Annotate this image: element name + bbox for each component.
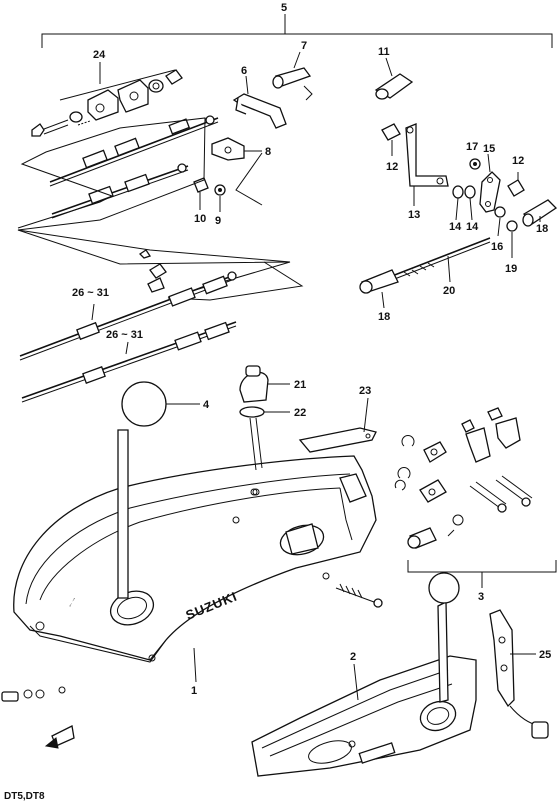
part-18-joint-right — [522, 199, 558, 227]
callout-15: 15 — [483, 143, 495, 155]
cable-upper-1 — [49, 115, 219, 187]
part-20-rod — [391, 237, 491, 283]
part-17-nut — [469, 158, 481, 170]
part-8-clip — [211, 137, 262, 161]
group-bracket-5 — [41, 14, 553, 48]
part-18-joint-left — [359, 269, 399, 309]
cable-group-outline-2 — [17, 229, 291, 263]
callout-13: 13 — [408, 209, 420, 221]
lever-marking-a: ←→ — [67, 596, 78, 609]
leader-26-a — [91, 303, 95, 321]
part-2-control-lever — [428, 572, 460, 703]
direction-arrow-icon — [44, 725, 75, 749]
callout-16: 16 — [491, 241, 503, 253]
part-6-cable-bracket — [232, 75, 287, 129]
callout-20: 20 — [443, 285, 455, 297]
callout-1: 1 — [191, 685, 197, 697]
callout-7: 7 — [301, 40, 307, 52]
part-1-remote-control-box — [13, 455, 377, 663]
part-21-switch — [239, 365, 290, 403]
callout-14-a: 14 — [449, 221, 462, 233]
callout-8: 8 — [265, 146, 271, 158]
group-bracket-3 — [407, 560, 557, 588]
part-11-cable-end — [374, 57, 414, 100]
part-22-wire-grommet — [239, 406, 290, 496]
callout-26-31-b: 26 ~ 31 — [106, 329, 143, 341]
part-25-bracket-harness — [489, 609, 549, 739]
leader-8-split — [235, 152, 263, 206]
cable-lower-1 — [19, 271, 237, 361]
callout-24: 24 — [93, 49, 106, 61]
callout-18-a: 18 — [378, 311, 390, 323]
part-7-pin — [272, 51, 313, 101]
callout-25: 25 — [539, 649, 551, 661]
callout-12-a: 12 — [386, 161, 398, 173]
callout-22: 22 — [294, 407, 306, 419]
callout-12-b: 12 — [512, 155, 524, 167]
callout-2: 2 — [350, 651, 356, 663]
callout-5: 5 — [281, 2, 287, 14]
leader-1 — [193, 647, 197, 683]
callout-3: 3 — [478, 591, 484, 603]
group-3-small-parts — [394, 407, 533, 549]
callout-23: 23 — [359, 385, 371, 397]
leader-2 — [353, 663, 359, 701]
part-12-bolt-right — [507, 172, 525, 197]
cable-group-outline — [17, 117, 291, 299]
callout-14-b: 14 — [466, 221, 479, 233]
part-15-link — [479, 153, 501, 213]
part-screw-long — [335, 583, 383, 608]
callout-17: 17 — [466, 141, 478, 153]
model-code-footer: DT5,DT8 — [4, 791, 45, 802]
part-13-lever — [405, 123, 449, 206]
callout-4: 4 — [203, 399, 210, 411]
leader-26-b — [125, 341, 129, 355]
part-12-bolt-left — [381, 123, 401, 156]
callout-9: 9 — [215, 215, 221, 227]
part-10-bolt — [193, 177, 209, 210]
cable-upper-2 — [51, 163, 189, 219]
part-small-fittings — [1, 686, 66, 702]
callout-18-b: 18 — [536, 223, 548, 235]
callout-26-31-a: 26 ~ 31 — [72, 287, 109, 299]
part-14-washers — [452, 185, 476, 221]
part-2-remote-control-box — [251, 655, 477, 777]
callout-6: 6 — [241, 65, 247, 77]
part-4-control-lever — [117, 381, 167, 599]
callout-19: 19 — [505, 263, 517, 275]
part-cable-clip-small — [138, 249, 167, 293]
part-9-washer — [214, 184, 226, 212]
part-16-washer — [494, 206, 506, 237]
part-24-bolt-bracket — [31, 62, 183, 137]
part-23-plate — [298, 397, 377, 453]
cable-lower-2 — [21, 321, 237, 403]
part-19-washer — [506, 220, 518, 258]
callout-11: 11 — [378, 46, 390, 58]
callout-21: 21 — [294, 379, 306, 391]
callout-10: 10 — [194, 213, 206, 225]
